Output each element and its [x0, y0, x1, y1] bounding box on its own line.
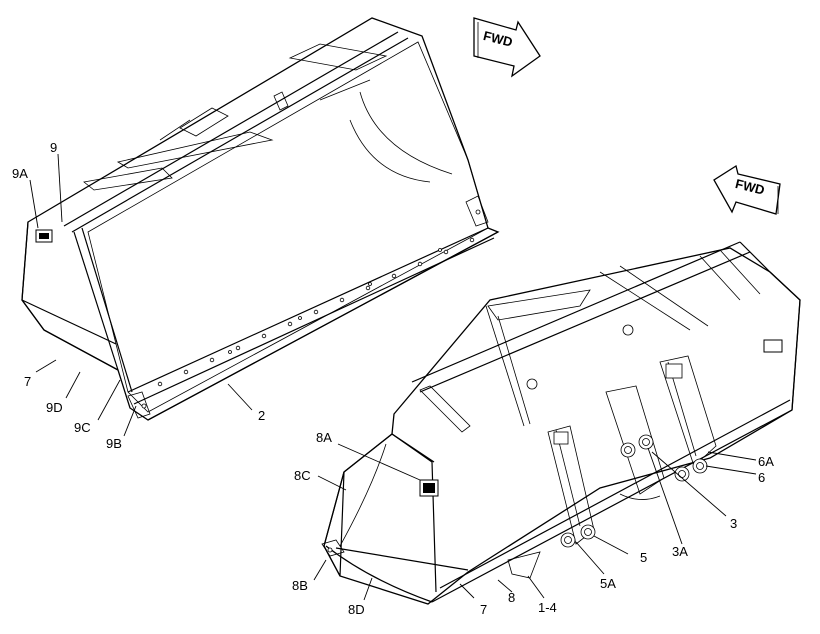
- label-9A: 9A: [12, 166, 28, 181]
- label-8B: 8B: [292, 578, 308, 593]
- label-3: 3: [730, 516, 737, 531]
- label-8C: 8C: [294, 468, 311, 483]
- label-9D: 9D: [46, 400, 63, 415]
- label-7-right: 7: [480, 602, 487, 617]
- cutting-edge-bolts: [157, 237, 475, 387]
- label-3A: 3A: [672, 544, 688, 559]
- fwd-arrow-right: FWD: [713, 164, 781, 215]
- label-6A: 6A: [758, 454, 774, 469]
- label-8A: 8A: [316, 430, 332, 445]
- label-5: 5: [640, 550, 647, 565]
- fwd-label-top: FWD: [482, 28, 514, 50]
- label-6: 6: [758, 470, 765, 485]
- label-9: 9: [50, 140, 57, 155]
- label-1-4: 1-4: [538, 600, 557, 615]
- fwd-label-right: FWD: [734, 176, 766, 198]
- leader-lines: [29, 153, 757, 601]
- label-8D: 8D: [348, 602, 365, 617]
- label-8: 8: [508, 590, 515, 605]
- label-9C: 9C: [74, 420, 91, 435]
- left-bucket: [21, 17, 500, 421]
- right-bucket: [321, 241, 801, 605]
- label-7-left: 7: [24, 374, 31, 389]
- label-2: 2: [258, 408, 265, 423]
- fwd-arrow-top: FWD: [473, 17, 541, 78]
- part-labels: 9 9A 7 9D 9C 9B 2 8A 8C 8B 8D 7 8 1-4 5A…: [12, 140, 774, 617]
- label-5A: 5A: [600, 576, 616, 591]
- pin-bosses: [560, 434, 708, 548]
- label-9B: 9B: [106, 436, 122, 451]
